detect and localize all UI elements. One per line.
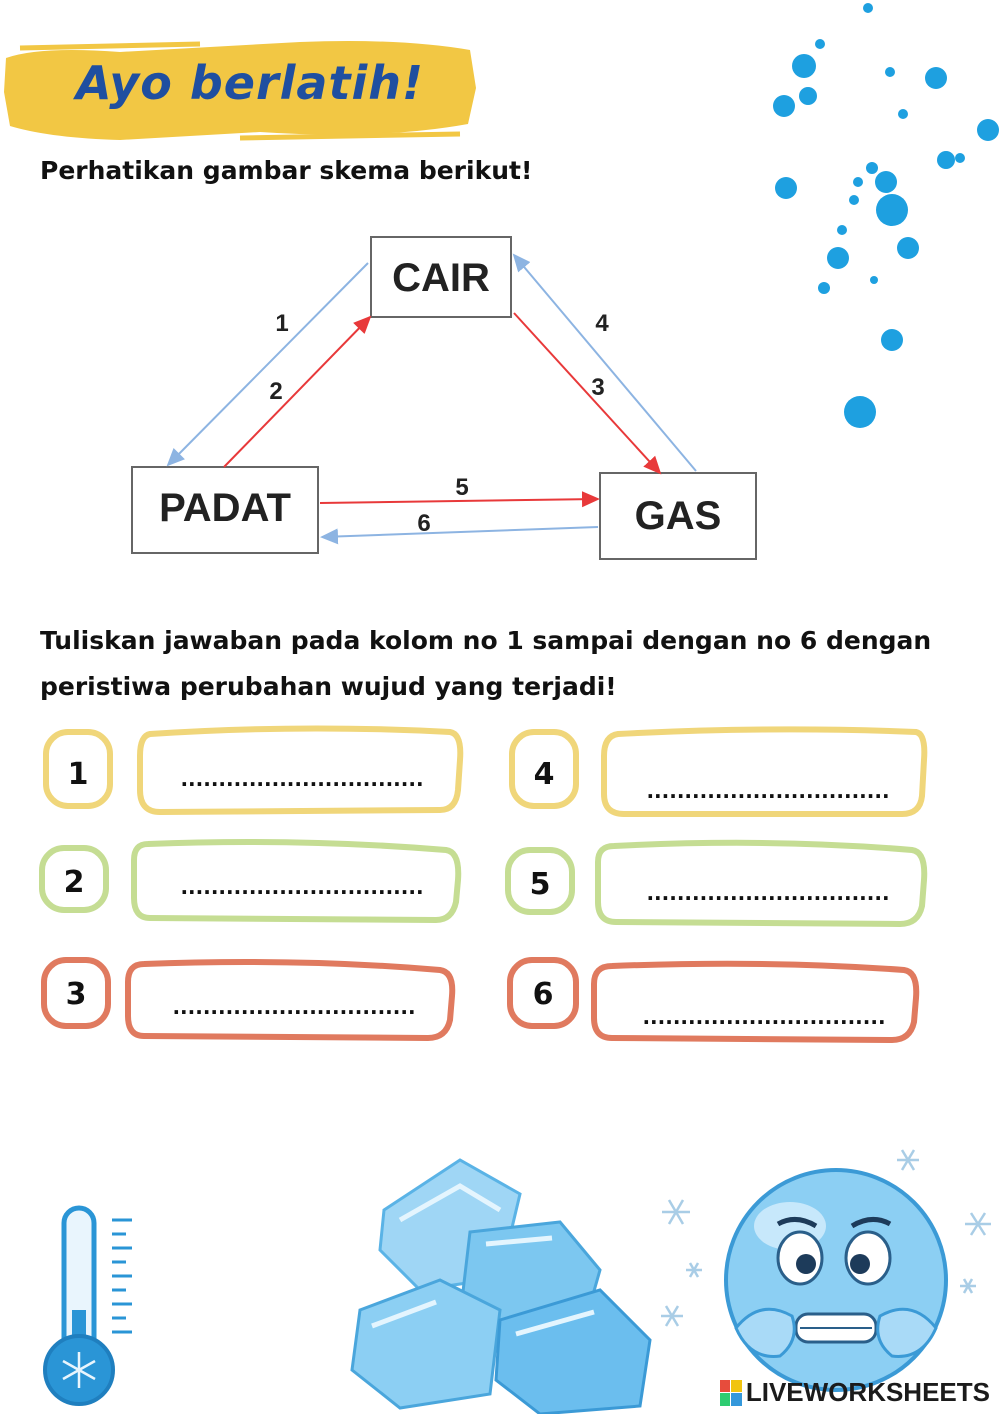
padat-label: PADAT — [159, 486, 291, 530]
arrow-6 — [320, 526, 599, 545]
answer-field[interactable] — [137, 725, 464, 816]
answer-field[interactable] — [125, 959, 456, 1042]
answer-placeholder: ................................ — [646, 881, 889, 905]
answer-placeholder: ................................ — [180, 875, 423, 899]
bubbles-decoration — [773, 3, 999, 428]
title-banner — [4, 41, 476, 141]
gas-label: GAS — [635, 494, 722, 538]
number-badge — [509, 729, 579, 809]
arrow-2 — [223, 315, 372, 468]
answer-number: 5 — [530, 867, 551, 902]
answer-number: 3 — [66, 977, 87, 1012]
bottom-illustrations — [43, 1149, 991, 1414]
question-line-1: Tuliskan jawaban pada kolom no 1 sampai … — [40, 626, 932, 655]
answer-placeholder: ................................ — [646, 779, 889, 803]
number-badge — [39, 845, 109, 913]
cair-box — [370, 236, 512, 318]
answer-item-5: 5 ................................ — [505, 839, 928, 928]
gas-box — [599, 472, 757, 560]
arrow-3 — [513, 312, 662, 475]
thermometer-icon — [43, 1205, 132, 1406]
cair-label: CAIR — [392, 256, 490, 300]
answer-item-1: 1 ................................ — [43, 725, 464, 816]
freezing-face-icon — [724, 1168, 948, 1392]
answer-field[interactable] — [601, 726, 928, 817]
arrow-label-6: 6 — [417, 510, 430, 537]
number-badge — [43, 729, 113, 809]
state-change-diagram: CAIR PADAT GAS 1 2 3 4 5 6 — [131, 236, 757, 560]
arrow-label-3: 3 — [591, 374, 604, 401]
brand-name: LIVEWORKSHEETS — [745, 1377, 990, 1407]
answer-item-4: 4 ................................ — [509, 726, 928, 817]
answer-item-2: 2 ................................ — [39, 839, 462, 924]
answer-placeholder: ................................ — [642, 1005, 885, 1029]
instruction-text: Perhatikan gambar skema berikut! — [40, 156, 533, 185]
brand-mark-icon — [719, 1379, 742, 1406]
question-line-2: peristiwa perubahan wujud yang terjadi! — [40, 672, 617, 701]
snowflake-icons — [661, 1149, 991, 1327]
page-title: Ayo berlatih! — [76, 56, 424, 110]
liveworksheets-logo: LIVEWORKSHEETS — [719, 1377, 990, 1408]
arrow-label-5: 5 — [455, 474, 468, 501]
answer-grid: 1 ................................ 4 ...… — [39, 725, 928, 1044]
arrow-label-1: 1 — [275, 310, 288, 337]
arrow-4 — [512, 253, 697, 472]
arrow-label-2: 2 — [269, 378, 282, 405]
number-badge — [507, 957, 579, 1029]
answer-field[interactable] — [591, 960, 920, 1044]
answer-field[interactable] — [595, 839, 928, 928]
answer-placeholder: ................................ — [172, 995, 415, 1019]
answer-number: 2 — [64, 865, 85, 900]
answer-number: 1 — [68, 757, 89, 792]
answer-number: 6 — [533, 977, 554, 1012]
answer-placeholder: ................................ — [180, 767, 423, 791]
number-badge — [505, 847, 575, 915]
number-badge — [41, 957, 111, 1029]
arrow-1 — [166, 262, 369, 467]
answer-number: 4 — [534, 757, 555, 792]
ice-cubes-icon — [350, 1158, 652, 1414]
answer-item-3: 3 ................................ — [41, 957, 456, 1042]
answer-item-6: 6 ................................ — [507, 957, 920, 1044]
answer-field[interactable] — [131, 839, 462, 924]
padat-box — [131, 466, 319, 554]
arrow-5 — [319, 491, 600, 508]
arrow-label-4: 4 — [595, 310, 609, 337]
